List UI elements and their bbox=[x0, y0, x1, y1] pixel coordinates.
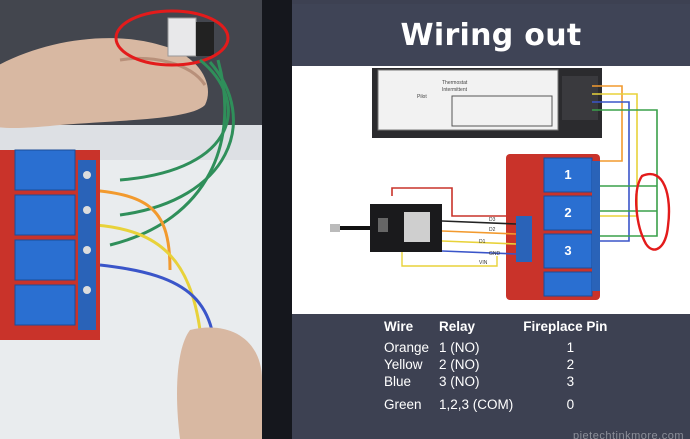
photo-panel bbox=[0, 0, 262, 439]
table-row: Yellow 2 (NO) 2 bbox=[384, 356, 617, 373]
cell-wire: Orange bbox=[384, 340, 430, 355]
label-d2: D2 bbox=[489, 227, 496, 233]
watermark: pietechtinkmore.com bbox=[573, 430, 684, 439]
label-d1: D1 bbox=[479, 239, 486, 245]
diagram-wire-vin bbox=[391, 187, 516, 217]
label-gnd: GND bbox=[489, 251, 501, 257]
cell-pin: 1 bbox=[566, 340, 575, 355]
cell-relay: 1 (NO) bbox=[439, 340, 480, 355]
diagram-wire-yellow bbox=[592, 93, 638, 217]
receiver-text-2: Intermittent bbox=[442, 87, 468, 93]
diagram-wire-gnd bbox=[441, 220, 517, 225]
cell-wire: Green bbox=[384, 397, 422, 412]
label-d3: D3 bbox=[489, 217, 496, 223]
col-header-pin: Fireplace Pin bbox=[523, 319, 608, 334]
cell-pin: 2 bbox=[566, 357, 575, 372]
cell-pin: 3 bbox=[566, 374, 575, 389]
table-row: Blue 3 (NO) 3 bbox=[384, 373, 617, 390]
photo-illustration bbox=[0, 0, 262, 439]
col-header-wire: Wire bbox=[384, 319, 414, 334]
table-header-row: Wire Relay Fireplace Pin bbox=[384, 318, 617, 339]
label-vin: VIN bbox=[479, 260, 488, 266]
table-row: Green 1,2,3 (COM) 0 bbox=[384, 396, 617, 413]
wiring-diagram-svg: Thermostat Intermittent Pilot 1 2 3 bbox=[330, 68, 671, 300]
cell-relay: 3 (NO) bbox=[439, 374, 480, 389]
receiver-text-3: Pilot bbox=[417, 94, 427, 100]
slide: Wiring out Thermostat Intermittent Pilot bbox=[292, 0, 690, 439]
diagram-wire-orange bbox=[592, 85, 623, 162]
cell-pin: 0 bbox=[566, 397, 575, 412]
annotation-circle-diagram bbox=[635, 172, 671, 251]
relay-number-3: 3 bbox=[564, 243, 571, 258]
cell-relay: 1,2,3 (COM) bbox=[439, 397, 514, 412]
annotation-circle-photo bbox=[114, 9, 230, 67]
cell-wire: Yellow bbox=[384, 357, 423, 372]
receiver-text-1: Thermostat bbox=[442, 80, 468, 86]
wiring-table: Wire Relay Fireplace Pin Orange 1 (NO) 1… bbox=[384, 318, 617, 413]
wiring-table-area: Wire Relay Fireplace Pin Orange 1 (NO) 1… bbox=[292, 314, 690, 439]
relay-number-1: 1 bbox=[564, 167, 571, 182]
wire-orange bbox=[89, 188, 172, 271]
diagram-wire-blue bbox=[592, 101, 630, 242]
relay-number-2: 2 bbox=[564, 205, 571, 220]
table-row: Orange 1 (NO) 1 bbox=[384, 339, 617, 356]
connector bbox=[167, 17, 197, 57]
slide-title: Wiring out bbox=[400, 17, 582, 53]
cell-wire: Blue bbox=[384, 374, 412, 389]
wiring-diagram: Thermostat Intermittent Pilot 1 2 3 bbox=[292, 66, 690, 314]
divider-strip bbox=[262, 0, 292, 439]
wire-yellow bbox=[94, 223, 202, 331]
col-header-relay: Relay bbox=[439, 319, 476, 334]
slide-header: Wiring out bbox=[292, 4, 690, 66]
cell-relay: 2 (NO) bbox=[439, 357, 480, 372]
diagram-wire-green bbox=[592, 109, 658, 237]
hand-bottom bbox=[177, 327, 262, 439]
